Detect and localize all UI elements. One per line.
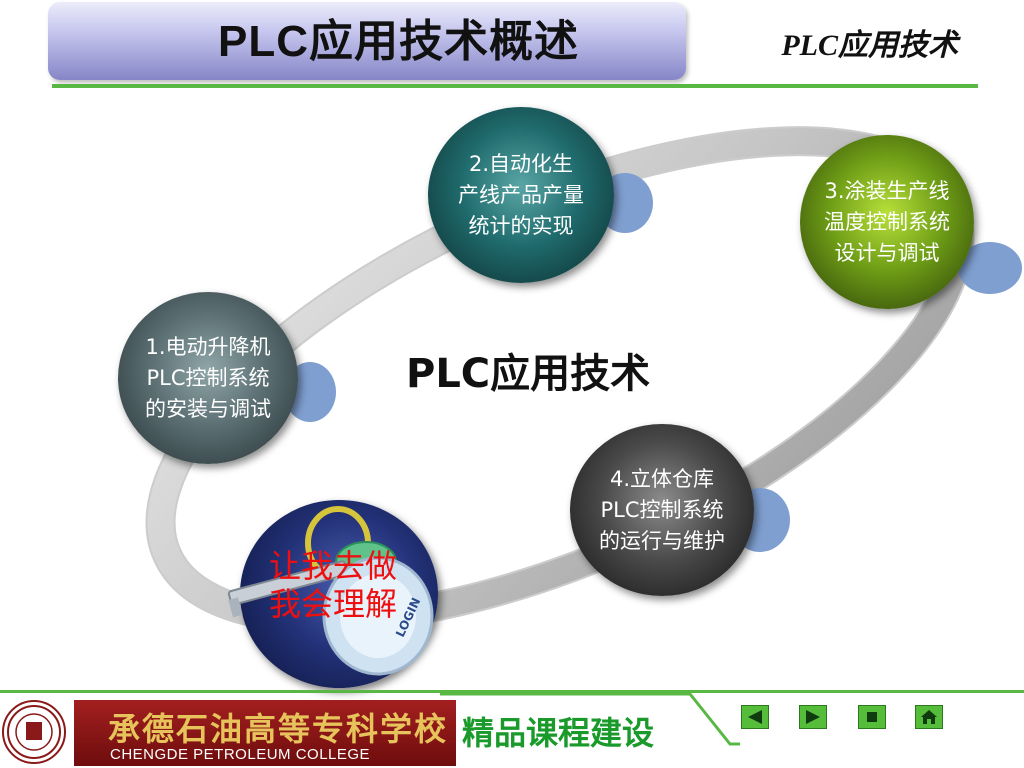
key-caption: 让我去做 我会理解 xyxy=(269,547,397,623)
node-1-elevator: 1.电动升降机 PLC控制系统 的安装与调试 xyxy=(118,292,298,464)
prev-icon xyxy=(746,709,764,725)
school-name-cn: 承德石油高等专科学校 xyxy=(108,704,448,750)
next-icon xyxy=(804,709,822,725)
slogan: 精品课程建设 xyxy=(462,708,654,754)
school-seal-icon xyxy=(2,700,66,764)
home-icon xyxy=(920,709,938,725)
node-3-coating-line: 3.涂装生产线 温度控制系统 设计与调试 xyxy=(800,135,974,309)
node-2-label: 2.自动化生 产线产品产量 统计的实现 xyxy=(458,149,584,242)
home-button[interactable] xyxy=(915,705,943,729)
next-slide-button[interactable] xyxy=(799,705,827,729)
school-banner: 承德石油高等专科学校 CHENGDE PETROLEUM COLLEGE xyxy=(74,700,456,766)
node-2-production-line: 2.自动化生 产线产品产量 统计的实现 xyxy=(428,107,614,283)
center-label: PLC应用技术 xyxy=(406,349,650,399)
node-4-label: 4.立体仓库 PLC控制系统 的运行与维护 xyxy=(599,464,725,557)
node-1-label: 1.电动升降机 PLC控制系统 的安装与调试 xyxy=(145,332,271,425)
stop-icon xyxy=(865,710,879,724)
node-3-label: 3.涂装生产线 温度控制系统 设计与调试 xyxy=(824,176,950,269)
prev-slide-button[interactable] xyxy=(741,705,769,729)
school-name-en: CHENGDE PETROLEUM COLLEGE xyxy=(110,746,370,763)
end-show-button[interactable] xyxy=(858,705,886,729)
node-4-warehouse: 4.立体仓库 PLC控制系统 的运行与维护 xyxy=(570,424,754,596)
